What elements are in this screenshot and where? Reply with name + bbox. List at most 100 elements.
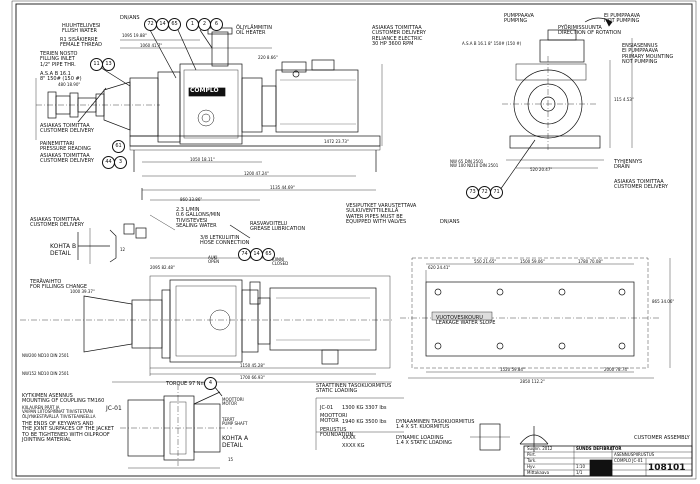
label-jc01-detail: JC-01 — [106, 405, 122, 412]
callout-14: 14 — [156, 18, 169, 31]
note-oil-heater: ÖLJYLÄMMITIN OIL HEATER — [236, 25, 272, 37]
dim-1060: 1060 41.7" — [140, 43, 163, 48]
note-water-valves: VESIPUTKET VARUSTETTAVA SULKUVENTTIILEIL… — [346, 203, 417, 226]
note-customer-motor: ASIAKAS TOIMITTAA CUSTOMER DELIVERY RELI… — [372, 25, 426, 48]
dim-1472: 1472 23.73" — [324, 139, 349, 144]
tb-row-1: Suunn. 2012 — [527, 446, 553, 451]
plan-valve — [249, 281, 261, 305]
callout-3: 3 — [114, 156, 127, 169]
dim-1500: 1500 59.06" — [520, 259, 545, 264]
dim-865: 865 34.06" — [652, 299, 675, 304]
drawing-number: 108101 — [648, 463, 686, 473]
weight-schedule — [315, 397, 404, 450]
weights-header: JC-01 — [320, 405, 334, 411]
note-customer-detail: ASIAKAS TOIMITTAA CUSTOMER DELIVERY — [30, 217, 84, 229]
note-leakage-slope: VUOTOVESIKOURU LEAKAGE WATER SLOPE — [436, 315, 496, 327]
dim-220: 220 8.66" — [258, 55, 278, 60]
section-sketch — [470, 423, 549, 452]
note-flush-water: HUUHTELUVESI FLUSH WATER — [62, 23, 101, 35]
note-dnans-right: DN/ANS — [440, 219, 460, 225]
tb-row-4: Hyv. — [527, 464, 536, 469]
tb-row-3: Tark. — [527, 458, 537, 463]
note-dnans: DN/ANS — [120, 15, 140, 21]
dim-1095: 1095 19.88" — [122, 33, 147, 38]
callout-4: 4 — [204, 377, 217, 390]
weight-motor: 1940 KG 3500 lbs — [342, 419, 387, 425]
dim-1150: 1150 45.28" — [240, 363, 265, 368]
plan-refiner — [169, 279, 243, 363]
complo-logo-plate — [188, 87, 226, 97]
callout-13: 13 — [102, 58, 115, 71]
end-elevation — [499, 17, 633, 191]
note-grease-lube: RASVAVOITELU GREASE LUBRICATION — [250, 221, 306, 233]
complo-logo-text: COMPLO — [190, 87, 219, 94]
plan-motor — [269, 287, 377, 351]
dim-2850: 2850 112.2" — [520, 379, 545, 384]
tb-company: SUNDS DEFIBRATOR — [576, 446, 622, 451]
dim-1520: 1520 59.84" — [500, 367, 525, 372]
plan-cone — [83, 295, 133, 353]
label-kohta-a: KOHTA A DETAIL — [222, 435, 249, 449]
note-asa-right: A.S.A B 16.1 8" 150# (150 #) — [462, 41, 522, 46]
note-coupling-mounting: KYTKIMEN ASENNUS MOUNTING OF COUPLING TM… — [22, 393, 105, 405]
note-drain: TYHJENNYS DRAIN — [614, 159, 643, 171]
tb-row-2: Piirt. — [527, 452, 537, 457]
note-customer-delivery-right: ASIAKAS TOIMITTAA CUSTOMER DELIVERY — [614, 179, 668, 191]
refiner-housing — [179, 63, 243, 145]
tb-title: ASENNUSPIIRUSTUS — [614, 452, 655, 457]
plan-view — [20, 257, 392, 383]
dim-860: 860 33.86" — [180, 197, 203, 202]
dim-1700: 1700 66.93" — [240, 375, 265, 380]
note-customer-delivery-left2: ASIAKAS TOIMITTAA CUSTOMER DELIVERY — [40, 153, 94, 165]
dim-1000: 1000 39.37" — [70, 289, 95, 294]
title-block — [523, 445, 693, 477]
dim-1135: 1135 44.69" — [270, 185, 295, 190]
note-open: AUKI OPEN — [208, 255, 220, 265]
callout-71: 71 — [490, 186, 503, 199]
discharge-pipe — [539, 39, 585, 63]
note-customer-delivery-left: ASIAKAS TOIMITTAA CUSTOMER DELIVERY — [40, 123, 94, 135]
company-logo-block — [589, 459, 613, 477]
callout-61: 61 — [112, 140, 125, 153]
tb-row-5: Mittakaava — [527, 470, 550, 475]
note-motor: MOOTTORI MOTOR — [222, 397, 244, 407]
tb-scale: 1:10 — [576, 464, 585, 469]
top-pipe — [211, 31, 229, 67]
dim-15: 15 — [228, 457, 234, 462]
note-nw-right: NW 65 DIN 2501 NW 100 ND10 DIN 2501 — [450, 159, 499, 169]
weight-xxxx-kg: XXXX KG — [342, 443, 365, 449]
motor-body — [275, 69, 359, 133]
tb-subtitle: COMPLO JC-01 — [614, 458, 643, 463]
dim-1050: 1050 18.11" — [190, 157, 215, 162]
note-filling-inlet: TERIEN NOSTO FILLING INLET 1/2" PIPE THR… — [40, 51, 78, 68]
dim-12: 12 — [120, 247, 126, 252]
note-direction-rotation: PYÖRIMISSUUNTA DIRECTION OF ROTATION — [558, 25, 621, 37]
rotation-arrow — [584, 17, 613, 23]
tb-sheet: 1/1 — [576, 470, 583, 475]
note-nw200: NW200 ND10 DIN 2501 — [22, 353, 69, 358]
detail-b — [77, 228, 117, 264]
callout-65: 65 — [168, 18, 181, 31]
dim-550: 550 21.65" — [474, 259, 497, 264]
dim-2000: 2000 78.74" — [604, 367, 629, 372]
dim-520: 520 20.47" — [530, 167, 553, 172]
plan-baseplate — [149, 275, 391, 369]
dim-620: 620 24.41" — [428, 265, 451, 270]
sealing-detail — [123, 214, 251, 239]
weight-jc01: 1300 KG 3307 lbs — [342, 405, 387, 411]
note-pumping: PUMPPAAVA PUMPING — [504, 13, 534, 25]
label-kohta-b: KOHTA B DETAIL — [50, 243, 77, 257]
note-dynamic-loading: DYNAAMINEN TASOKUORMITUS 1.4 X ST. KUORM… — [396, 419, 475, 431]
note-primary-mounting: ENSIASENNUS EI PUMPPAAVA PRIMARY MOUNTIN… — [622, 43, 674, 66]
note-pump-shaft: TERÄT PUMP SHAFT — [222, 417, 248, 427]
note-finnish-keyways: KIILAUREN PÄÄT JA VAIPAN LIITOSPINNAT TI… — [22, 405, 96, 419]
weight-xxxx: XXXX — [342, 435, 356, 441]
label-customer-assembly: CUSTOMER ASSEMBLY — [634, 435, 690, 441]
note-hose-connection: 3/8 LETKULIITIN HOSE CONNECTION — [200, 235, 250, 247]
note-female-thread: R1 SISÄKIERRE FEMALE THREAD — [60, 37, 103, 49]
side-elevation — [35, 27, 383, 201]
sheet-border — [15, 3, 693, 477]
sheet-outer-border — [11, 0, 697, 480]
dim-2095: 2095 82.48" — [150, 265, 175, 270]
